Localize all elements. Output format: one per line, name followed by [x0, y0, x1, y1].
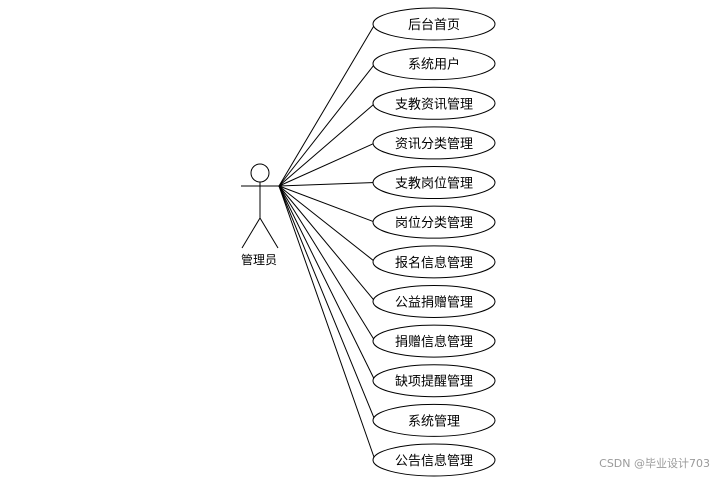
association-line [278, 23, 376, 187]
use-case: 后台首页 [372, 7, 496, 41]
use-case-ellipse [372, 284, 496, 318]
association-line [278, 182, 376, 187]
use-case: 系统管理 [372, 403, 496, 437]
association-line [278, 185, 376, 461]
association-line [278, 185, 376, 421]
use-case-list: 后台首页系统用户支教资讯管理资讯分类管理支教岗位管理岗位分类管理报名信息管理公益… [372, 7, 496, 477]
actor-right-leg [259, 217, 279, 249]
association-line [278, 102, 376, 187]
association-line [278, 185, 376, 381]
use-case-label: 资讯分类管理 [395, 137, 473, 152]
use-case-ellipse [372, 324, 496, 358]
use-case-label: 捐赠信息管理 [395, 334, 473, 350]
association-line [278, 185, 376, 342]
use-case-label: 缺项提醒管理 [395, 374, 473, 390]
actor-label: 管理员 [241, 252, 277, 267]
use-case: 缺项提醒管理 [372, 364, 496, 398]
association-line [278, 185, 376, 263]
use-case-ellipse [372, 47, 496, 81]
use-case: 岗位分类管理 [372, 205, 496, 239]
use-case: 支教岗位管理 [372, 166, 496, 200]
use-case-ellipse [372, 245, 496, 279]
use-case-label: 公益捐赠管理 [395, 295, 473, 310]
association-line [278, 142, 376, 187]
association-line [278, 185, 376, 302]
use-case-ellipse [372, 364, 496, 398]
use-case: 捐赠信息管理 [372, 324, 496, 358]
use-case: 资讯分类管理 [372, 126, 496, 160]
use-case-label: 支教资讯管理 [395, 96, 473, 112]
use-case-ellipse [372, 166, 496, 200]
use-case-ellipse [372, 126, 496, 160]
watermark: CSDN @毕业设计703 [599, 457, 710, 470]
use-case-ellipse [372, 443, 496, 477]
use-case-label: 系统用户 [408, 57, 460, 73]
association-lines [278, 23, 376, 461]
use-case-label: 公告信息管理 [395, 453, 473, 469]
use-case-label: 后台首页 [408, 18, 460, 33]
use-case: 公告信息管理 [372, 443, 496, 477]
use-case: 支教资讯管理 [372, 86, 496, 120]
use-case: 报名信息管理 [372, 245, 496, 279]
use-case-ellipse [372, 403, 496, 437]
use-case-label: 岗位分类管理 [395, 216, 473, 231]
use-case-ellipse [372, 7, 496, 41]
association-line [278, 185, 376, 223]
actor-left-leg [241, 217, 261, 249]
use-case-label: 报名信息管理 [395, 255, 473, 271]
use-case-label: 支教岗位管理 [395, 176, 473, 192]
use-case-label: 系统管理 [408, 414, 460, 429]
use-case-ellipse [372, 205, 496, 239]
use-case: 系统用户 [372, 47, 496, 81]
use-case: 公益捐赠管理 [372, 284, 496, 318]
association-line [278, 63, 376, 187]
actor-figure: 管理员 [241, 163, 279, 267]
use-case-ellipse [372, 86, 496, 120]
actor-head [250, 163, 270, 183]
